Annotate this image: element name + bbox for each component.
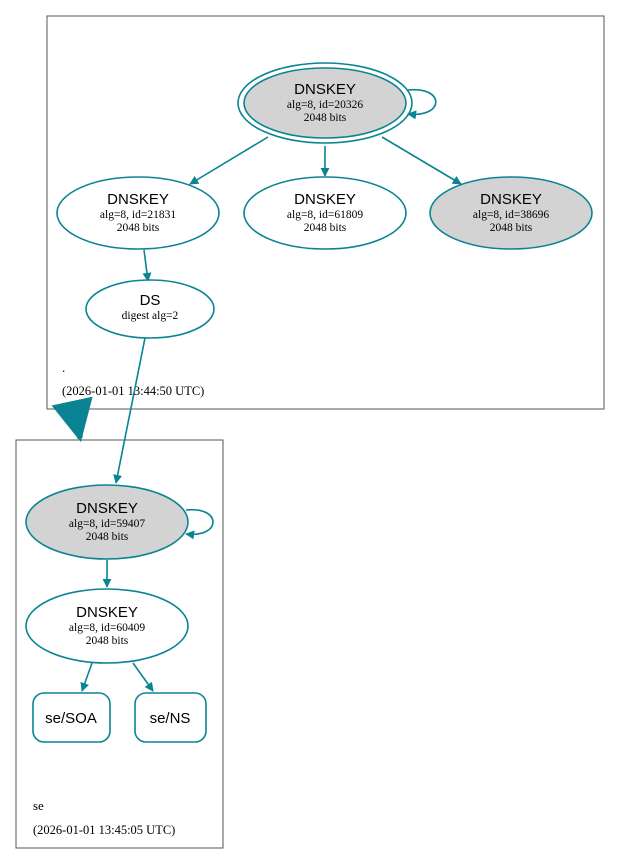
- node-dnskey-38696-bits: 2048 bits: [490, 222, 533, 234]
- node-se-zsk[interactable]: DNSKEY alg=8, id=60409 2048 bits: [25, 588, 189, 664]
- zone-root-timestamp: (2026-01-01 13:44:50 UTC): [62, 384, 204, 398]
- node-dnskey-61809[interactable]: DNSKEY alg=8, id=61809 2048 bits: [243, 176, 407, 250]
- zone-root-border: [46, 15, 605, 410]
- edge-root-ksk-to-21831: [189, 136, 269, 185]
- node-se-ksk-title: DNSKEY: [76, 500, 138, 517]
- node-se-zsk-shape: [25, 588, 189, 664]
- node-se-zsk-alg: alg=8, id=60409: [69, 622, 145, 634]
- edge-ds-to-se-ksk: [113, 337, 146, 484]
- node-dnskey-21831-title: DNSKEY: [107, 191, 169, 208]
- node-dnskey-21831-alg: alg=8, id=21831: [100, 209, 176, 221]
- zone-root-name: .: [62, 360, 65, 375]
- node-ds[interactable]: DS digest alg=2: [85, 279, 215, 339]
- edge-se-zsk-to-ns: [132, 662, 154, 692]
- zone-se-name: se: [33, 798, 44, 813]
- node-se-zsk-title: DNSKEY: [76, 604, 138, 621]
- node-se-soa[interactable]: se/SOA: [32, 692, 111, 743]
- edges: [51, 88, 462, 692]
- node-root-ksk-bits: 2048 bits: [304, 112, 347, 124]
- node-dnskey-61809-alg: alg=8, id=61809: [287, 209, 363, 221]
- node-ds-title: DS: [140, 292, 161, 309]
- edge-root-ksk-to-38696: [381, 136, 462, 185]
- zone-se: se (2026-01-01 13:45:05 UTC): [15, 439, 224, 849]
- zone-root: . (2026-01-01 13:44:50 UTC): [46, 15, 605, 410]
- node-dnskey-21831-bits: 2048 bits: [117, 222, 160, 234]
- node-ds-shape: [85, 279, 215, 339]
- edge-se-zsk-to-soa: [80, 662, 93, 692]
- node-se-ns-label: se/NS: [150, 710, 191, 727]
- node-dnskey-38696-title: DNSKEY: [480, 191, 542, 208]
- node-se-zsk-bits: 2048 bits: [86, 635, 129, 647]
- node-se-ksk[interactable]: DNSKEY alg=8, id=59407 2048 bits: [25, 484, 189, 560]
- node-root-ksk-title: DNSKEY: [294, 81, 356, 98]
- node-se-soa-label: se/SOA: [45, 710, 97, 727]
- node-root-ksk[interactable]: DNSKEY alg=8, id=20326 2048 bits: [237, 62, 413, 144]
- edge-root-ksk-self: [407, 88, 437, 120]
- zone-se-timestamp: (2026-01-01 13:45:05 UTC): [33, 823, 175, 837]
- node-dnskey-38696[interactable]: DNSKEY alg=8, id=38696 2048 bits: [429, 176, 593, 250]
- edge-21831-to-ds: [142, 249, 152, 282]
- node-se-ksk-alg: alg=8, id=59407: [69, 518, 145, 530]
- node-dnskey-38696-shape: [429, 176, 593, 250]
- node-dnskey-61809-bits: 2048 bits: [304, 222, 347, 234]
- node-root-ksk-shape: [243, 67, 407, 139]
- node-ds-digest: digest alg=2: [122, 310, 179, 322]
- node-root-ksk-alg: alg=8, id=20326: [287, 99, 363, 111]
- edge-se-ksk-self: [185, 508, 214, 540]
- node-se-ksk-shape: [25, 484, 189, 560]
- node-dnskey-38696-alg: alg=8, id=38696: [473, 209, 549, 221]
- node-se-ksk-bits: 2048 bits: [86, 531, 129, 543]
- node-root-ksk-outer-ring: [237, 62, 413, 144]
- node-dnskey-21831-shape: [56, 176, 220, 250]
- node-se-soa-shape: [32, 692, 111, 743]
- zone-se-border: [15, 439, 224, 849]
- node-se-ns[interactable]: se/NS: [134, 692, 207, 743]
- edge-zone-delegation: [51, 396, 93, 443]
- node-dnskey-61809-shape: [243, 176, 407, 250]
- node-se-ns-shape: [134, 692, 207, 743]
- node-dnskey-61809-title: DNSKEY: [294, 191, 356, 208]
- node-dnskey-21831[interactable]: DNSKEY alg=8, id=21831 2048 bits: [56, 176, 220, 250]
